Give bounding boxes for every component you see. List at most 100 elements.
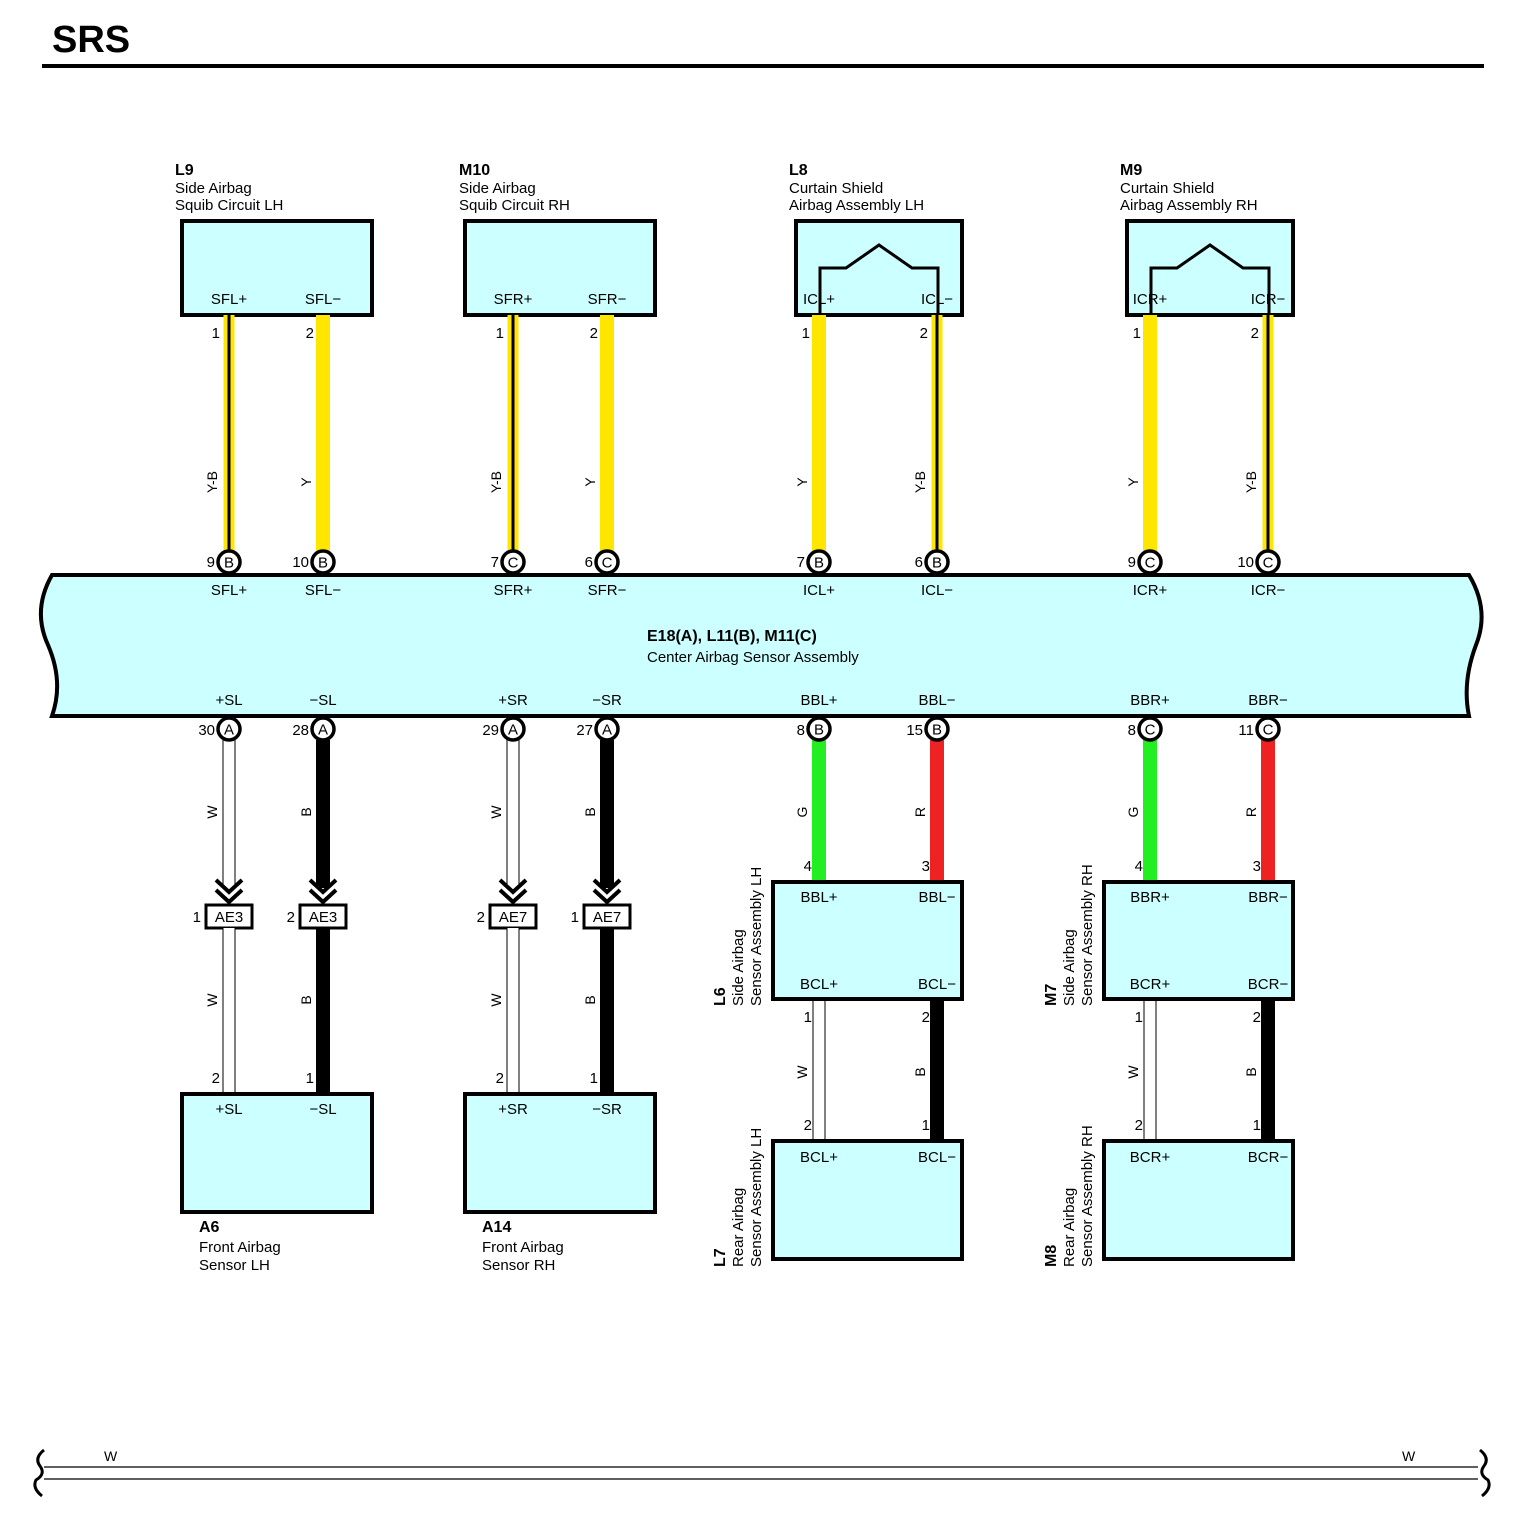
ecu-connector-letter: C (602, 555, 613, 572)
ecu-connector-letter: B (932, 722, 942, 739)
sensor-desc: Sensor LH (199, 1257, 270, 1274)
pin-number: 1 (1133, 325, 1141, 342)
ecu-connector-circle (806, 716, 832, 742)
terminal-label: SFL− (305, 291, 342, 308)
sensor-desc: Front Airbag (482, 1239, 564, 1256)
pin-number: 7 (797, 554, 805, 571)
terminal-labels: SFL+SFL+SFL−SFL−SFR+SFR+SFR−SFR−ICL+ICL+… (211, 291, 1289, 1166)
wire-color-label: R (1243, 807, 1259, 817)
sensor-desc: Side Airbag (730, 929, 747, 1006)
terminal-label: BBL+ (800, 889, 837, 906)
wire-color-label: B (912, 1067, 928, 1076)
pin-number: 2 (1251, 325, 1259, 342)
pin-number: 27 (576, 722, 593, 739)
wire-color-label: Y-B (912, 471, 928, 493)
ecu-connector-letter: A (318, 722, 328, 739)
terminal-label: BBL− (918, 692, 955, 709)
pin-number: 6 (915, 554, 923, 571)
terminal-label: +SL (215, 692, 242, 709)
terminal-label: BCL− (918, 976, 956, 993)
pin-number: 4 (804, 858, 812, 875)
sensor-box-M8 (1102, 1139, 1295, 1261)
ecu-connector-letter: A (508, 722, 518, 739)
pin-number: 9 (207, 554, 215, 571)
sensor-code: M7 (1043, 984, 1060, 1006)
wire-color-label: B (298, 995, 314, 1004)
ecu-connector-letter: A (224, 722, 234, 739)
component-desc: Side Airbag (459, 180, 536, 197)
sensor-desc: Sensor Assembly LH (748, 867, 765, 1006)
sensor-desc: Front Airbag (199, 1239, 281, 1256)
component-desc: Airbag Assembly LH (789, 197, 924, 214)
component-desc: Squib Circuit RH (459, 197, 570, 214)
wire-color-label: W (488, 805, 504, 819)
pin-number: 2 (1253, 1009, 1261, 1026)
ecu-connector-letter: B (932, 555, 942, 572)
wire-color-label: W (794, 1065, 810, 1079)
component-label-M10: M10 Side Airbag Squib Circuit RH (459, 162, 570, 214)
ecu-connector-circle (594, 716, 620, 742)
sensor-box-M7 (1102, 880, 1295, 1001)
terminal-label: SFR+ (494, 291, 533, 308)
sensor-label-M7: M7 Side Airbag Sensor Assembly RH (1043, 864, 1096, 1006)
bottom-bar-right-label: W (1402, 1448, 1416, 1464)
bottom-wire-bar: W W (33, 1448, 1491, 1498)
junction-name: AE3 (309, 909, 337, 926)
component-box-M10 (463, 219, 657, 317)
pin-number: 3 (922, 858, 930, 875)
pin-number: 8 (797, 722, 805, 739)
pin-number: 2 (590, 325, 598, 342)
pin-number: 11 (1238, 722, 1254, 739)
pin-number: 1 (1253, 1117, 1261, 1134)
wire-color-label: Y-B (1243, 471, 1259, 493)
pin-number: 1 (590, 1070, 598, 1087)
ecu-connector-letter: C (508, 555, 519, 572)
pin-number: 28 (292, 722, 309, 739)
terminal-label: +SL (215, 1101, 242, 1118)
pin-number: 2 (477, 909, 485, 926)
junction-chevron-icon (592, 878, 622, 905)
wire-color-label: G (1125, 807, 1141, 818)
wire-color-label: Y (1125, 477, 1141, 487)
pin-number: 4 (1135, 858, 1143, 875)
sensor-code: A14 (482, 1219, 511, 1236)
ecu-connector-letter: B (224, 555, 234, 572)
bottom-bar-left-label: W (104, 1448, 118, 1464)
page-title: SRS (52, 19, 130, 61)
ecu-connector-circle (1255, 716, 1281, 742)
ecu-connector-letter: B (814, 555, 824, 572)
pin-number: 2 (920, 325, 928, 342)
pin-number: 10 (1237, 554, 1254, 571)
sensor-label-M8: M8 Rear Airbag Sensor Assembly RH (1043, 1125, 1096, 1267)
terminal-label: ICL− (921, 582, 953, 599)
pin-number: 1 (571, 909, 579, 926)
component-label-L8: L8 Curtain Shield Airbag Assembly LH (789, 162, 924, 214)
sensor-desc: Sensor Assembly RH (1079, 864, 1096, 1006)
sensor-code: A6 (199, 1219, 220, 1236)
terminal-label: SFR+ (494, 582, 533, 599)
terminal-label: ICR+ (1133, 291, 1168, 308)
pin-number: 1 (306, 1070, 314, 1087)
terminal-label: BCL+ (800, 976, 838, 993)
ecu-connector-letter: B (318, 555, 328, 572)
ecu-connector-circle (500, 716, 526, 742)
wire-color-label: B (582, 807, 598, 816)
terminal-label: BBR+ (1130, 692, 1170, 709)
wire-color-label: G (794, 807, 810, 818)
wire-color-label: Y-B (204, 471, 220, 493)
component-desc: Squib Circuit LH (175, 197, 283, 214)
pin-number: 1 (804, 1009, 812, 1026)
sensor-label-L7: L7 Rear Airbag Sensor Assembly LH (712, 1128, 765, 1267)
terminal-label: BBR+ (1130, 889, 1170, 906)
wire-color-label: B (1243, 1067, 1259, 1076)
wire-color-label: R (912, 807, 928, 817)
pin-number: 10 (292, 554, 309, 571)
terminal-label: BCR− (1248, 976, 1289, 993)
pin-number: 2 (922, 1009, 930, 1026)
terminal-label: ICR− (1251, 291, 1286, 308)
pin-number: 1 (496, 325, 504, 342)
ecu-name: Center Airbag Sensor Assembly (647, 649, 859, 666)
sensor-code: L7 (712, 1248, 729, 1267)
